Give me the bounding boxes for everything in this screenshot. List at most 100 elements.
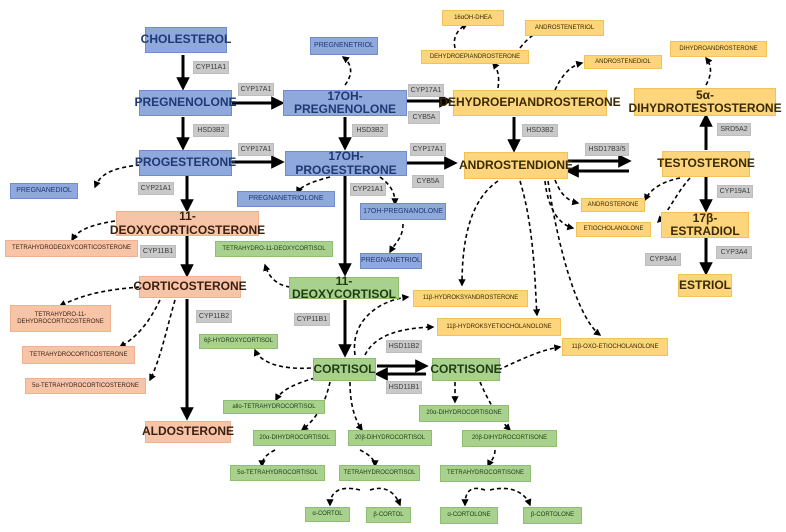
dash-tetrahydrocortisone-bcortolone xyxy=(489,487,532,507)
dash-17oh-pregnanolone-pregnanetriol xyxy=(389,223,404,254)
dash-17oh-pregnenolone-pregnenetriol xyxy=(341,56,352,86)
enzyme-cyp17a1-c: CYP17A1 xyxy=(408,84,444,97)
node-17oh-progesterone: 17OH-PROGESTERONE xyxy=(285,150,407,176)
enzyme-cyp3a4-a: CYP3A4 xyxy=(645,253,681,266)
node-corticosterone: CORTICOSTERONE xyxy=(133,276,247,298)
node-dhea: DEHYDROEPIANDROSTERONE xyxy=(439,90,621,116)
node-pregnanetriolone: PREGNANETRIOLONE xyxy=(237,191,335,207)
node-20a-dihydrocortisone: 20α-DIHYDROCORTISONE xyxy=(419,405,509,422)
node-pregnanediol: PREGNANEDIOL xyxy=(10,183,78,199)
node-tetrahydrocorticosterone: TETRAHYDROCORTICOSTERONE xyxy=(22,346,135,364)
dash-tetrahydrocortisol-bcortol xyxy=(369,487,402,507)
node-cortisone: CORTISONE xyxy=(430,358,502,381)
node-allo-tetrahydrocortisol: allo-TETRAHYDROCORTISOL xyxy=(223,400,325,414)
node-etiocholanolone: ETIOCHOLANOLONE xyxy=(576,222,651,237)
node-cholesterol: CHOLESTEROL xyxy=(141,27,231,53)
node-tetrahydrocortisone: TETRAHYDROCORTISONE xyxy=(440,465,531,482)
node-11-deoxycortisol: 11-DEOXYCORTISOL xyxy=(289,274,399,301)
enzyme-hsd3b2-b: HSD3B2 xyxy=(352,124,388,137)
enzyme-hsd3b2-a: HSD3B2 xyxy=(193,124,229,137)
node-pregnenolone: PREGNENOLONE xyxy=(135,90,237,116)
enzyme-hsd11b2: HSD11B2 xyxy=(386,340,422,353)
enzyme-cyp17a1-d: CYP17A1 xyxy=(410,143,446,156)
dash-dhea-dhea-small xyxy=(492,61,500,89)
node-dhea-small: DEHYDROEPIANDROSTERONE xyxy=(421,50,529,64)
dash-20a-dihydrocortisol-5a xyxy=(258,449,276,468)
node-tetrahydro-11-deoxycortisol: TETRAHYDRO-11-DEOXYCORTISOL xyxy=(215,241,333,257)
node-tetrahydrodeoxycorticosterone: TETRAHYDRODEOXYCORTICOSTERONE xyxy=(5,240,138,257)
enzyme-cyp19a1: CYP19A1 xyxy=(717,185,753,198)
node-progesterone: PROGESTERONE xyxy=(135,150,236,176)
dash-androstendione-etiocholanolone xyxy=(544,180,575,231)
node-testosterone: TESTOSTERONE xyxy=(657,151,755,177)
node-11b-oxo-etiocholanolone: 11β-OXO-ETIOCHOLANOLONE xyxy=(562,338,668,356)
node-tetrahydro-11-dehydrocorticosterone: TETRAHYDRO-11-DEHYDROCORTICOSTERONE xyxy=(10,305,111,332)
enzyme-cyp11b1-a: CYP11B1 xyxy=(140,245,176,258)
enzyme-srd5a2: SRD5A2 xyxy=(717,123,751,136)
node-pregnenetriol: PREGNENETRIOL xyxy=(310,37,378,55)
node-androstendione: ANDROSTENDIONE xyxy=(459,152,573,179)
node-tetrahydrocortisol: TETRAHYDROCORTISOL xyxy=(339,465,420,481)
enzyme-cyp17a1-a: CYP17A1 xyxy=(238,83,274,96)
enzyme-hsd17b3-5: HSD17B3/5 xyxy=(585,143,629,156)
node-dihydrotestosterone: 5α-DIHYDROTESTOSTERONE xyxy=(628,87,782,116)
node-androsterone: ANDROSTERONE xyxy=(581,198,645,212)
dash-testosterone-etiocholanolone xyxy=(656,177,691,224)
node-20b-dihydrocortisone: 20β-DIHYDROCORTISONE xyxy=(462,430,557,447)
dash-deoxycorticosterone-tetrahydro xyxy=(71,220,116,242)
enzyme-cyb5a-b: CYB5A xyxy=(412,175,444,188)
node-androstenediol: ANDROSTENEDIOL xyxy=(584,55,662,69)
dash-cortisol-6b-hydroxycortisol xyxy=(253,348,312,370)
dash-17oh-progesterone-17oh-pregnanolone xyxy=(379,176,399,206)
dash-cortisol-20b xyxy=(349,381,363,432)
dash-androstendione-androsterone xyxy=(554,179,580,206)
node-6b-hydroxycortisol: 6β-HYDROXYCORTISOL xyxy=(199,334,278,349)
node-b-cortolone: β-CORTOLONE xyxy=(523,507,582,524)
dash-deoxycortisol-tetrahydro xyxy=(263,263,291,288)
dash-dhea-androstenetriol xyxy=(519,26,550,49)
enzyme-hsd11b1: HSD11B1 xyxy=(386,381,422,394)
dash-cortisol-hydroxyandrosterone xyxy=(353,294,410,356)
dash-dht-dihydroandrosterone xyxy=(705,56,713,86)
node-dihydroandrosterone: DIHYDROANDROSTERONE xyxy=(670,41,767,57)
enzyme-cyp21a1-b: CYP21A1 xyxy=(350,183,386,196)
node-11b-hydroksyandrosterone: 11β-HYDROKSYANDROSTERONE xyxy=(413,290,528,307)
enzyme-hsd3b2-c: HSD3B2 xyxy=(522,124,558,137)
node-5a-tetrahydrocortisol: 5α-TETRAHYDROCORTISOL xyxy=(230,465,325,481)
enzyme-cyb5a-a: CYB5A xyxy=(408,111,440,124)
dash-corticosterone-5a-tetrahydrocorticosterone xyxy=(149,299,176,382)
enzyme-cyp3a4-b: CYP3A4 xyxy=(716,246,752,259)
dash-20b-dihydrocortisone-tetrahydro xyxy=(487,449,496,468)
dash-cortisone-oxoetiocholanolone xyxy=(497,344,562,371)
node-b-cortol: β-CORTOL xyxy=(366,507,411,523)
node-20a-dihydrocortisol: 20α-DIHYDROCORTISOL xyxy=(253,430,336,446)
node-aldosterone: ALDOSTERONE xyxy=(142,421,234,443)
dash-dhea-androstenediol xyxy=(554,60,584,91)
node-cortisol: CORTISOL xyxy=(313,358,376,381)
node-a-cortolone: α-CORTOLONE xyxy=(440,507,498,524)
node-androstenetriol: ANDROSTENETRIOL xyxy=(525,20,604,36)
dash-androstendione-oxoetiocholanolone xyxy=(547,180,602,336)
enzyme-cyp11a1: CYP11A1 xyxy=(193,61,229,74)
dash-corticosterone-tetrahydrocorticosterone xyxy=(118,299,161,348)
node-11b-hydroksyetiocholanolone: 11β-HYDROKSYETIOCHOLANOLONE xyxy=(437,318,561,336)
dash-tetrahydrocortisone-acortolone xyxy=(461,487,486,507)
node-pregnanetriol: PREGNANETRIOL xyxy=(360,253,422,269)
dash-tetrahydrocortisol-acortol xyxy=(326,487,361,507)
node-11-deoxycorticosterone: 11-DEOXYCORTICOSTERONE xyxy=(109,209,266,237)
node-5a-tetrahydrocorticosterone: 5α-TETRAHYDROCORTICOSTERONE xyxy=(25,378,146,394)
node-17oh-pregnenolone: 17OH-PREGNENOLONE xyxy=(283,89,407,116)
node-estradiol: 17β-ESTRADIOL xyxy=(661,211,749,238)
dash-corticosterone-tetrahydro11dehydro xyxy=(58,286,141,307)
node-a-cortol: α-CORTOL xyxy=(305,507,350,522)
dash-progesterone-pregnanediol xyxy=(93,164,141,189)
dash-androstendione-hydroxyetiocholanolone xyxy=(519,180,541,317)
enzyme-cyp11b2: CYP11B2 xyxy=(196,310,232,323)
node-17oh-pregnanolone: 17OH-PREGNANOLONE xyxy=(360,203,446,220)
dash-cortisol-allo xyxy=(275,377,316,402)
dash-testosterone-androsterone xyxy=(644,177,681,202)
dash-androstendione-hydroxyandrosterone xyxy=(458,180,499,287)
dash-dhea-small-16oh xyxy=(453,23,469,49)
